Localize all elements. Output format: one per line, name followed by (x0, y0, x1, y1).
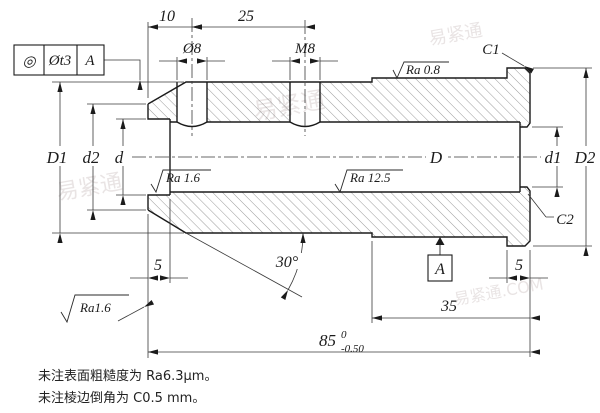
dim-85-label: 85 (319, 331, 336, 350)
note-chamfer: 未注棱边倒角为 C0.5 mm。 (38, 390, 205, 406)
centerlines (132, 18, 548, 158)
surface-finish-outer: Ra 0.8 (405, 62, 440, 77)
note-roughness: 未注表面粗糙度为 Ra6.3μm。 (38, 368, 217, 384)
dimension-lines (57, 24, 589, 355)
datum-a-label: A (434, 261, 445, 278)
datum-a-flag: A (427, 237, 453, 282)
chamfer-c1-label: C1 (482, 42, 500, 58)
dim-5-left-label: 5 (154, 257, 162, 274)
surface-finish-bore-left: Ra 1.6 (165, 170, 200, 185)
concentricity-icon: ◎ (22, 54, 37, 70)
concentricity-tolerance-frame: ◎ Øt3 A (13, 44, 105, 76)
roughness-icon (334, 169, 403, 194)
cross-hole-walls (176, 82, 208, 122)
watermark-text: 易紧通 (55, 170, 124, 206)
dia-D2-label: D2 (574, 148, 596, 167)
lower-outline (147, 186, 531, 247)
dim-85-lower-tol: -0.50 (341, 343, 364, 355)
fcf-leader (104, 59, 143, 90)
dim-30deg-label: 30° (275, 254, 299, 271)
fcf-tolerance-value: Øt3 (48, 53, 72, 69)
datum-triangle-icon (435, 237, 445, 245)
roughness-icon (60, 294, 129, 324)
thread-hole-walls (289, 82, 321, 122)
dia-D-label: D (429, 148, 443, 167)
thread-hole-break-arc (289, 121, 321, 128)
dia-d-label: d (115, 148, 124, 167)
c1-leader (501, 52, 534, 74)
upper-wall-hatch (148, 68, 530, 127)
roughness-icon (150, 169, 211, 194)
dim-85-with-tolerance: 85 0 -0.50 (319, 329, 364, 355)
extension-lines (52, 22, 592, 358)
dim-10-label: 10 (159, 8, 175, 25)
dia-d2-label: d2 (83, 148, 101, 167)
dim-25-label: 25 (238, 8, 254, 25)
cross-hole-break-arc (176, 121, 208, 128)
dim-m8-label: M8 (294, 41, 315, 57)
dim-dia8-label: Ø8 (182, 41, 202, 57)
surface-finish-bore-main: Ra 12.5 (349, 170, 391, 185)
roughness-icon (392, 61, 449, 80)
dia-d1-label: d1 (545, 148, 562, 167)
leader-lines (104, 52, 554, 322)
dim-35-label: 35 (440, 298, 457, 315)
c2-leader (527, 193, 554, 218)
ra16-face-leader (117, 299, 155, 322)
fcf-datum-ref: A (84, 53, 95, 69)
label-backgrounds (44, 146, 598, 269)
dia-D1-label: D1 (46, 148, 68, 167)
part-section-view (147, 67, 531, 247)
watermark-text: 易紧通.COM (452, 274, 545, 308)
dim-5-right-label: 5 (515, 257, 523, 274)
upper-outline (147, 67, 531, 128)
dim-85-upper-tol: 0 (341, 329, 347, 341)
chamfer-c2-label: C2 (556, 212, 574, 228)
surface-finish-left-face: Ra1.6 (79, 300, 111, 315)
watermark-text: 易紧通 (427, 20, 484, 50)
lower-wall-hatch (148, 187, 530, 246)
